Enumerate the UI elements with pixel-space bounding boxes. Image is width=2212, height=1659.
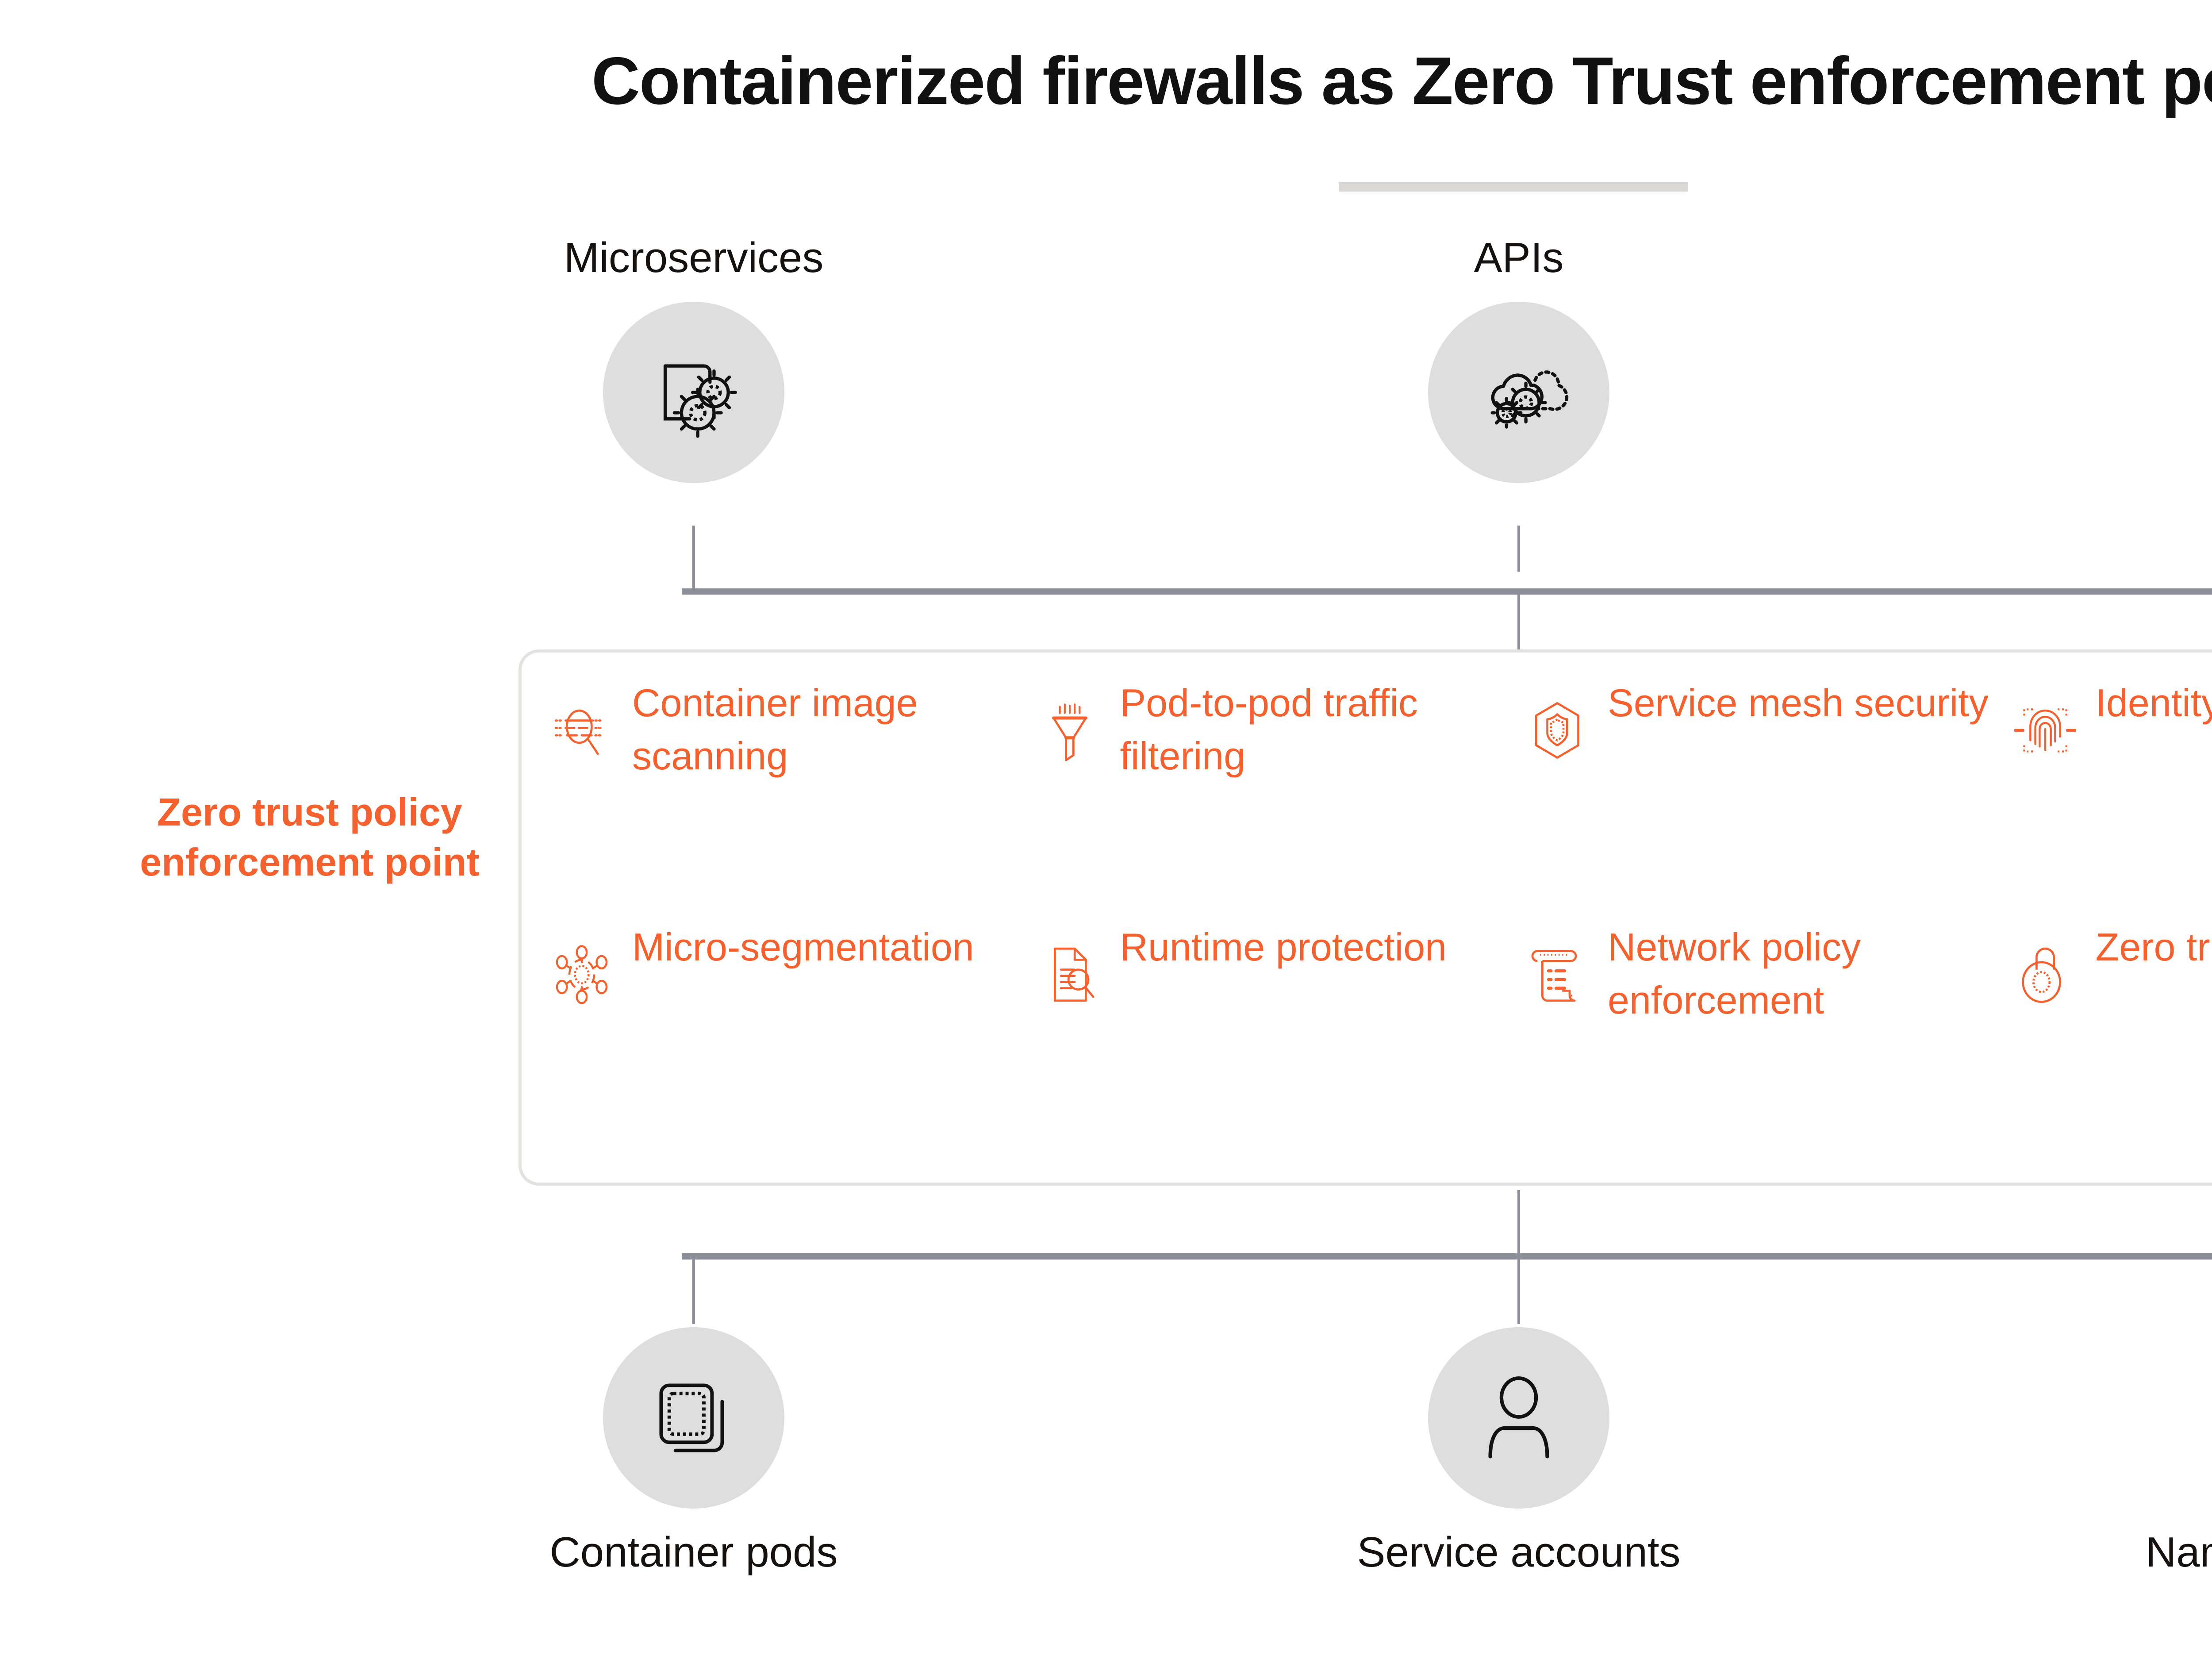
services-grid: Container image scanning Pod-to-pod traf… [522,653,2212,1183]
title-divider [1339,182,1688,192]
scan-magnifier-icon [551,676,617,761]
service-label: Micro-segmentation [632,925,974,969]
connector-top-center-drop [1517,526,1520,572]
fingerprint-scan-icon [2014,676,2081,761]
node-namespaces-clusters[interactable]: Namespaces/clusters [2146,1327,2212,1576]
caption-zero-trust-policy-enforcement-point: Zero trust policy enforcement point [140,790,480,884]
connector-top-bus [682,588,2212,595]
service-item-network-policy-enforcement[interactable]: Network policy enforcement [1517,921,2005,1165]
microservices-bubble [603,301,784,483]
firewall-services-panel: Container image scanning Pod-to-pod traf… [518,649,2212,1186]
service-item-container-image-scanning[interactable]: Container image scanning [542,676,1030,921]
node-label-container-pods: Container pods [549,1528,838,1576]
service-label: Pod-to-pod traffic filtering [1120,681,1418,778]
page-title: Containerized firewalls as Zero Trust en… [591,43,2212,119]
connector-bottom-center-from-panel [1517,1190,1520,1301]
funnel-icon [1039,676,1105,761]
stacked-pods-icon [659,1383,724,1452]
padlock-icon [2014,921,2081,1006]
node-label-namespaces-clusters: Namespaces/clusters [2146,1528,2212,1576]
connector-bottom-bus [682,1253,2212,1260]
connector-bottom-left-drop [692,1253,695,1324]
policy-scroll-icon [1526,921,1593,1006]
service-label: Identity-based accss [2095,681,2212,725]
node-label-apis: APIs [1474,234,1564,281]
service-label: Runtime protection [1120,925,1447,969]
service-label: Zero trust access [2095,925,2212,969]
cloud-gears-icon [1490,370,1569,429]
service-item-service-mesh-security[interactable]: Service mesh security [1517,676,2005,921]
service-item-pod-to-pod-traffic-filtering[interactable]: Pod-to-pod traffic filtering [1030,676,1518,921]
service-item-zero-trust-access[interactable]: Zero trust access [2005,921,2212,1165]
connector-top-center-into-panel [1517,588,1520,653]
document-search-icon [1039,921,1105,1006]
connector-bottom-center-drop [1517,1253,1520,1324]
node-label-data-stores: Data stores [2146,234,2212,281]
service-label: Container image scanning [632,681,918,778]
node-service-accounts[interactable]: Service accounts [1320,1327,1718,1576]
node-data-stores[interactable]: Data stores [2146,234,2212,483]
container-pods-bubble [603,1327,784,1509]
service-item-runtime-protection[interactable]: Runtime protection [1030,921,1518,1165]
container-gears-icon [663,364,737,438]
node-container-pods[interactable]: Container pods [495,1327,893,1576]
apis-bubble [1428,301,1609,483]
node-microservices[interactable]: Microservices [495,234,893,483]
connector-top-left-vertical [692,526,695,591]
service-label: Network policy enforcement [1608,925,1861,1022]
node-apis[interactable]: APIs [1320,234,1718,483]
node-label-service-accounts: Service accounts [1357,1528,1681,1576]
person-icon [1488,1376,1549,1459]
service-accounts-bubble [1428,1327,1609,1509]
micro-segmentation-icon [551,921,617,1006]
service-label: Service mesh security [1608,681,1989,725]
node-label-microservices: Microservices [564,234,824,281]
service-item-identity-based-access[interactable]: Identity-based accss [2005,676,2212,921]
service-item-micro-segmentation[interactable]: Micro-segmentation [542,921,1030,1165]
hex-shield-icon [1526,676,1593,761]
